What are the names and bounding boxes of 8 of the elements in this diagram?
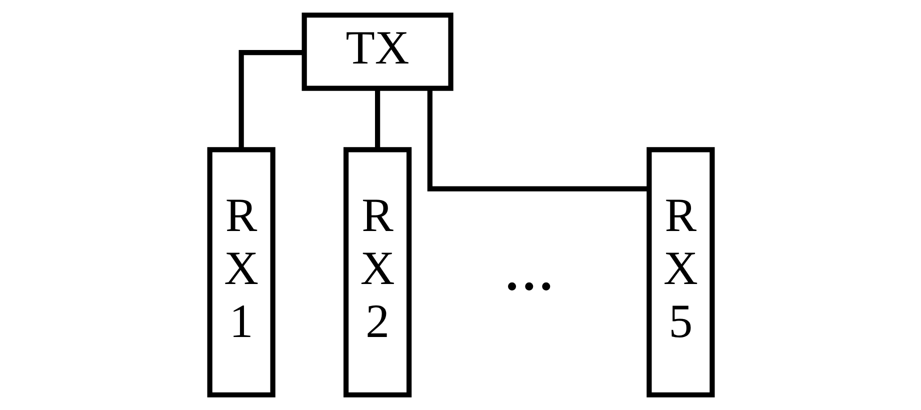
connector <box>374 88 380 150</box>
node-box: TX <box>301 12 453 91</box>
connector <box>426 88 648 192</box>
node-box: R X 2 <box>343 147 412 398</box>
label: ... <box>503 228 554 304</box>
node-box: R X 1 <box>206 147 275 398</box>
connector <box>238 50 304 150</box>
node-box: R X 5 <box>646 147 714 398</box>
